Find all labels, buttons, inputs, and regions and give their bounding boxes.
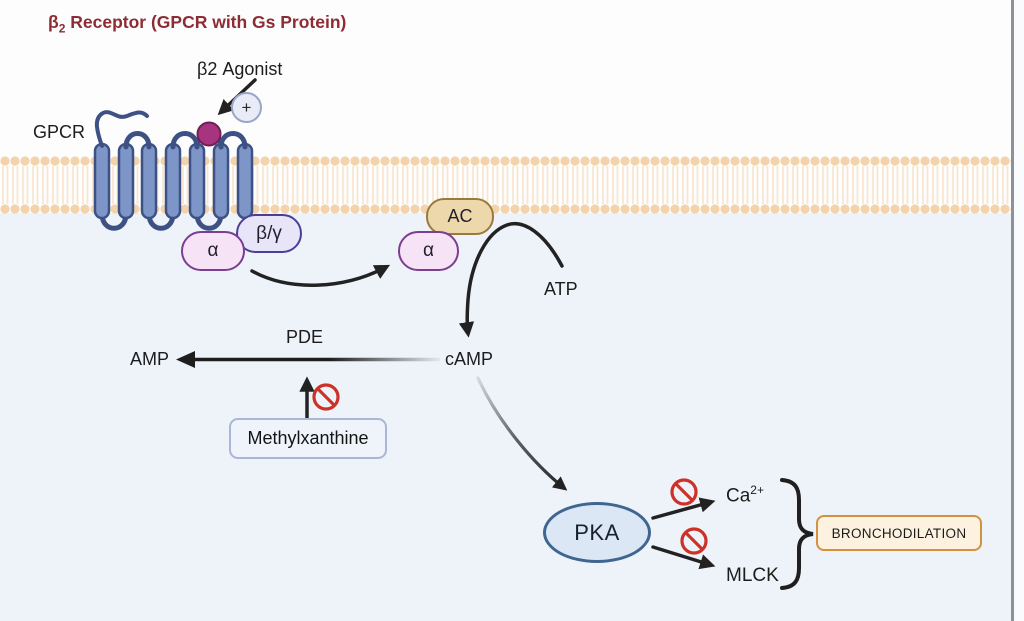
- plus-sign: +: [241, 97, 252, 117]
- diagram-title: β2 Receptor (GPCR with Gs Protein): [48, 12, 346, 36]
- pka-to-mlck-arrow: [651, 545, 716, 570]
- gpcr-label: GPCR: [33, 122, 86, 142]
- window-edge-line: [1011, 0, 1014, 621]
- camp-to-pka-arrow: [476, 376, 568, 491]
- title-rest: Receptor (GPCR with Gs Protein): [65, 12, 347, 32]
- grouping-brace: [780, 478, 814, 590]
- agonist-label: β2 Agonist: [197, 59, 283, 79]
- alpha-subunit: α: [181, 231, 245, 271]
- methylxanthine-box: Methylxanthine: [229, 418, 387, 459]
- calcium-label: Ca2+: [726, 483, 764, 507]
- cytoplasm-background: [0, 213, 1024, 621]
- adenylyl-cyclase: AC: [426, 198, 494, 235]
- alpha-active-label: α: [423, 240, 434, 261]
- beta-gamma-subunit: β/γ: [236, 214, 302, 253]
- bronchodilation-box: BRONCHODILATION: [816, 515, 982, 551]
- gpcr-helices: [93, 142, 254, 220]
- inhibition-icon-pde: [312, 383, 340, 411]
- calcium-superscript: 2+: [750, 483, 764, 497]
- alpha-translocation-arrow: [250, 264, 391, 287]
- n-terminus-tail: [94, 110, 149, 148]
- atp-label: ATP: [544, 279, 578, 299]
- pde-degradation-arrow: [176, 351, 440, 368]
- alpha-subunit-active: α: [398, 231, 459, 271]
- mlck-label: MLCK: [726, 565, 779, 586]
- gpcr-receptor: [93, 110, 256, 237]
- ac-label: AC: [447, 206, 473, 226]
- pde-label: PDE: [286, 327, 324, 347]
- pka-to-ca-arrow: [651, 497, 716, 520]
- beta-gamma-label: β/γ: [256, 222, 282, 244]
- inhibition-icon-ca: [670, 478, 698, 506]
- frame-right-strip: [1014, 0, 1024, 621]
- atp-to-camp-arrow: [458, 222, 564, 338]
- inhibition-icon-mlck: [680, 527, 708, 555]
- methylxanthine-label: Methylxanthine: [247, 428, 369, 448]
- title-subscript: 2: [58, 21, 66, 36]
- agonist-ligand-circle: [196, 121, 222, 147]
- title-beta: β: [48, 12, 59, 32]
- calcium-base: Ca: [726, 485, 751, 507]
- alpha-label: α: [207, 240, 219, 261]
- amp-label: AMP: [130, 349, 170, 369]
- camp-label: cAMP: [445, 349, 494, 369]
- bronchodilation-label: BRONCHODILATION: [831, 525, 967, 541]
- pka-label: PKA: [574, 519, 620, 545]
- plus-stimulation-badge: +: [231, 92, 262, 123]
- pka-enzyme: PKA: [543, 502, 651, 563]
